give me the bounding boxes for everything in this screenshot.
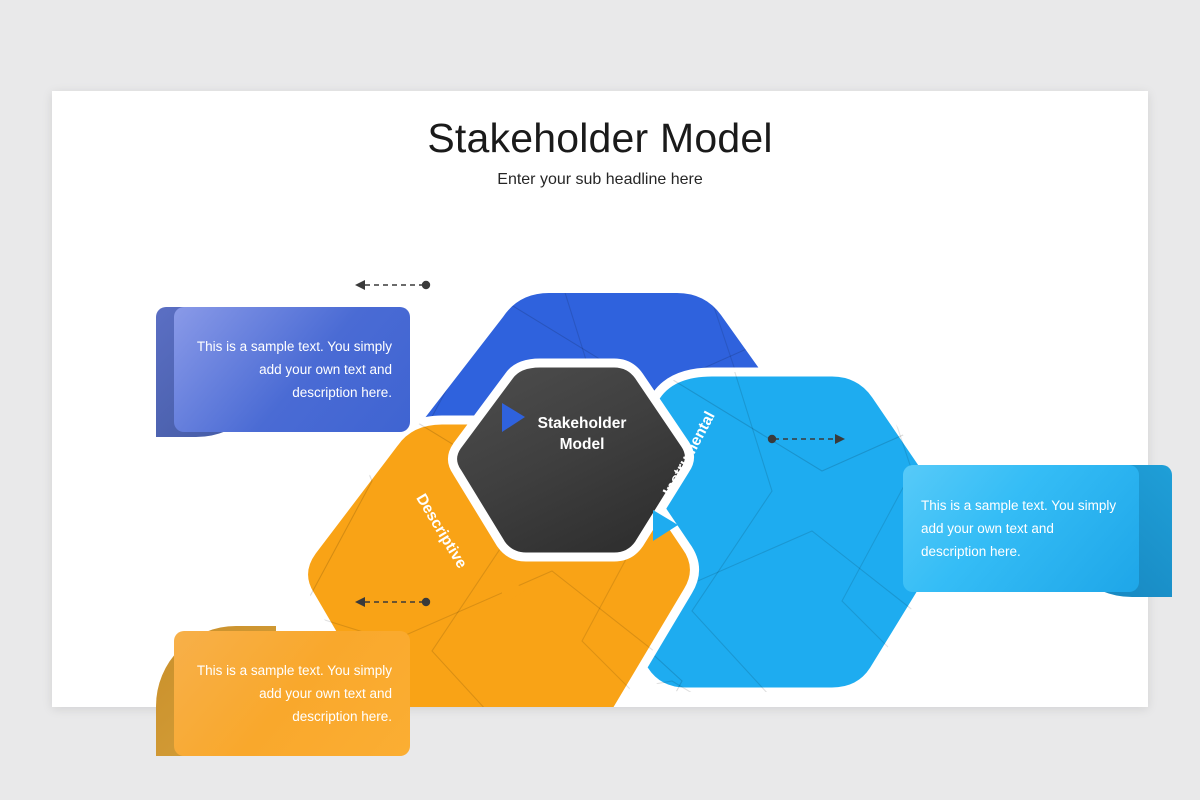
page-subtitle: Enter your sub headline here <box>497 171 703 188</box>
callout-instrumental-text: This is a sample text. You simply add yo… <box>921 497 1117 560</box>
connector-instrumental <box>767 434 845 444</box>
callout-descriptive[interactable]: This is a sample text. You simply add yo… <box>174 631 410 756</box>
marker-descriptive-icon <box>502 575 526 605</box>
stakeholder-diagram: Normative Instrumental Descriptive Stake… <box>52 91 1172 756</box>
marker-instrumental-icon <box>653 510 678 541</box>
connector-normative <box>355 280 431 290</box>
callout-instrumental[interactable]: This is a sample text. You simply add yo… <box>903 465 1139 592</box>
callout-normative-text: This is a sample text. You simply add yo… <box>196 338 392 401</box>
callout-normative[interactable]: This is a sample text. You simply add yo… <box>174 307 410 432</box>
marker-normative-icon <box>502 403 525 432</box>
callout-descriptive-text: This is a sample text. You simply add yo… <box>196 662 392 725</box>
page-title: Stakeholder Model <box>427 115 773 161</box>
slide-canvas: Stakeholder Model Enter your sub headlin… <box>52 91 1172 756</box>
connector-descriptive <box>355 597 431 607</box>
